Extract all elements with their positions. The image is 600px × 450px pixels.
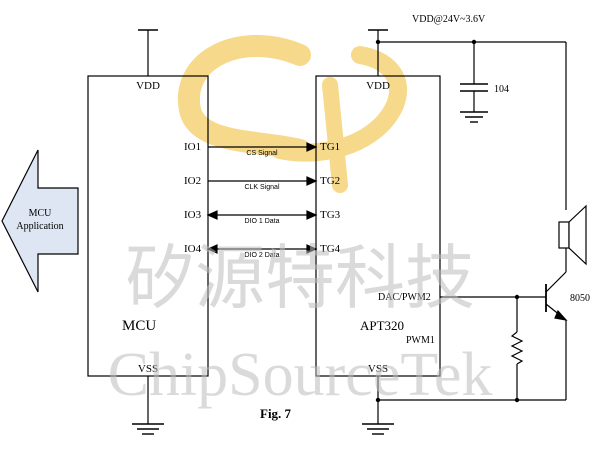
- signal-clk: CLK Signal: [244, 184, 279, 191]
- figure-caption: Fig. 7: [260, 406, 292, 421]
- apt-ground-symbol: [362, 423, 394, 435]
- mcu-application-arrow: [1, 149, 79, 293]
- signal-lines: [206, 142, 318, 254]
- vdd-supply-label: VDD@24V~3.6V: [412, 14, 486, 25]
- watermark-chinese: 矽源特科技: [125, 241, 475, 318]
- watermark-english: ChipSourceTek: [108, 341, 493, 409]
- signal-dio1: DIO 1 Data: [244, 218, 279, 225]
- apt-pin-tg3: TG3: [320, 209, 341, 221]
- apt320-title: APT320: [360, 318, 404, 333]
- apt-vss-label: VSS: [368, 363, 388, 375]
- apt-pin-pwm1: PWM1: [406, 335, 435, 346]
- transistor-label: 8050: [570, 293, 590, 304]
- mcu-pin-io4: IO4: [184, 243, 202, 255]
- transistor-8050: [545, 268, 568, 400]
- apt-pin-tg4: TG4: [320, 243, 341, 255]
- signal-cs: CS Signal: [246, 150, 278, 157]
- apt-pin-tg2: TG2: [320, 175, 340, 187]
- mcu-vdd-label: VDD: [136, 80, 160, 92]
- capacitor-label: 104: [494, 84, 509, 95]
- mcu-title: MCU: [122, 318, 156, 334]
- apt-pin-tg1: TG1: [320, 141, 340, 153]
- resistor: [510, 331, 524, 365]
- mcu-application-line1: MCU: [29, 208, 53, 219]
- mcu-application-line2: Application: [16, 221, 63, 232]
- mcu-pin-io1: IO1: [184, 141, 201, 153]
- apt-vdd-label: VDD: [366, 80, 390, 92]
- mcu-ground-symbol: [132, 423, 164, 435]
- mcu-pin-io2: IO2: [184, 175, 201, 187]
- apt-pin-dac-pwm2: DAC/PWM2: [378, 292, 431, 303]
- speaker-icon: [558, 204, 587, 266]
- mcu-vss-label: VSS: [138, 363, 158, 375]
- logo-watermark: [177, 35, 408, 193]
- capacitor-104: [460, 42, 488, 123]
- signal-dio2: DIO 2 Data: [244, 252, 279, 259]
- mcu-pin-io3: IO3: [184, 209, 202, 221]
